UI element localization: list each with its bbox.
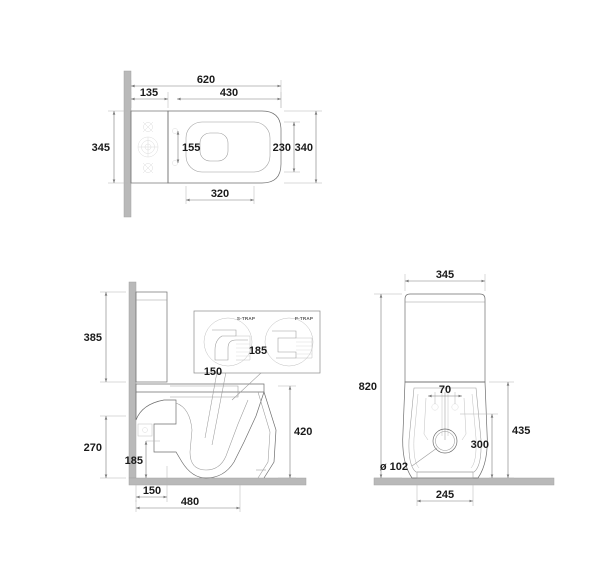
dim-label-bowl-height: 435 [512, 425, 530, 437]
p-trap-hatch [296, 341, 312, 355]
seat-inner-sideview [170, 385, 239, 398]
bowl-recess-right [470, 393, 477, 469]
dim-label-outlet-diameter: ø 102 [380, 461, 408, 473]
bowl-inner-panel-frontview [408, 387, 482, 473]
bowl-outline-topview [167, 110, 282, 184]
wall-outlet-hole [142, 427, 148, 433]
s-trap-hatch [236, 343, 250, 357]
cistern-fitting-bottom-cross [142, 162, 154, 174]
cistern-fitting-top [143, 122, 153, 132]
bowl-rib-left [423, 397, 429, 441]
top-view-group: 620 135 430 345 155 230 340 320 [92, 70, 322, 218]
bowl-rib-right [461, 397, 467, 441]
fixing-hole-top [172, 128, 178, 134]
dim-label-seat-height: 420 [294, 426, 312, 438]
dim-label-outlet-height: 270 [84, 442, 102, 454]
floor-line-sideview [128, 477, 307, 486]
dim-label-fixing-centres: 155 [182, 142, 200, 154]
bowl-recess-left [413, 393, 420, 469]
foot-outline-frontview [416, 471, 474, 479]
dim-label-overall-projection: 480 [181, 496, 199, 508]
wall-outlet-plate [137, 423, 153, 437]
p-trap-profile [272, 330, 297, 359]
outlet-circle-outer [432, 428, 458, 454]
floor-line-frontview [373, 477, 555, 486]
bowl-aperture-topview [199, 132, 229, 162]
dim-label-bowl-width: 340 [295, 142, 313, 154]
p-trap-detail-circle [264, 317, 314, 367]
dim-label-cistern-width: 345 [436, 269, 454, 281]
cistern-fitting-top-cross [142, 121, 154, 133]
leader-line-detail-right [231, 371, 263, 401]
trap-detail-callout: S-TRAP P-TRAP 150 185 [193, 310, 321, 378]
cistern-outline-sideview [135, 291, 168, 383]
dim-label-overall-height: 820 [359, 381, 377, 393]
trap-inner-curve-sideview [175, 399, 249, 471]
wall-section-sideview [128, 281, 137, 479]
dim-label-wall-to-bowl-front: 430 [220, 87, 238, 99]
p-trap-label: P-TRAP [295, 316, 313, 321]
dim-label-foot-width: 245 [436, 489, 454, 501]
dim-label-p-trap-185: 185 [249, 345, 267, 357]
bowl-outline-frontview [402, 381, 488, 479]
dim-label-cistern-height: 385 [84, 332, 102, 344]
front-view-group: 345 820 70 435 300 ø 102 245 [359, 269, 555, 506]
s-trap-label: S-TRAP [237, 316, 255, 321]
side-view-group: S-TRAP P-TRAP 150 185 385 270 185 420 15… [84, 281, 321, 512]
s-trap-pipe-box [236, 335, 251, 361]
seat-outline-topview [185, 121, 271, 173]
leader-line-185 [211, 371, 227, 446]
outlet-circle-inner [435, 431, 455, 451]
s-trap-detail-circle [203, 317, 253, 367]
wall-section-topview [123, 70, 132, 218]
leader-line-150 [204, 371, 218, 439]
flush-button-crosshair [138, 137, 158, 157]
dim-label-overall-length: 620 [197, 74, 215, 86]
dim-label-flush-hole-spacing: 70 [439, 384, 451, 396]
dim-label-wall-to-outlet: 150 [143, 485, 161, 497]
dim-label-seat-width: 230 [273, 142, 291, 154]
dim-label-s-trap-150: 150 [204, 366, 222, 378]
dim-label-outlet-centre-height: 300 [471, 439, 489, 451]
dim-label-cistern-depth: 135 [140, 87, 158, 99]
dim-label-trap-outlet-height: 185 [125, 455, 143, 467]
dim-label-bowl-opening-width: 320 [211, 188, 229, 200]
bowl-profile-sideview [135, 391, 265, 479]
dim-label-overall-width-topview: 345 [92, 142, 110, 154]
leader-line-outlet-diameter [411, 447, 438, 467]
cistern-fitting-bottom [143, 163, 153, 173]
s-trap-profile [212, 329, 248, 361]
p-trap-pipe-box [296, 337, 313, 359]
cistern-outline-frontview [404, 293, 486, 383]
rear-skirt-outer [263, 391, 277, 479]
